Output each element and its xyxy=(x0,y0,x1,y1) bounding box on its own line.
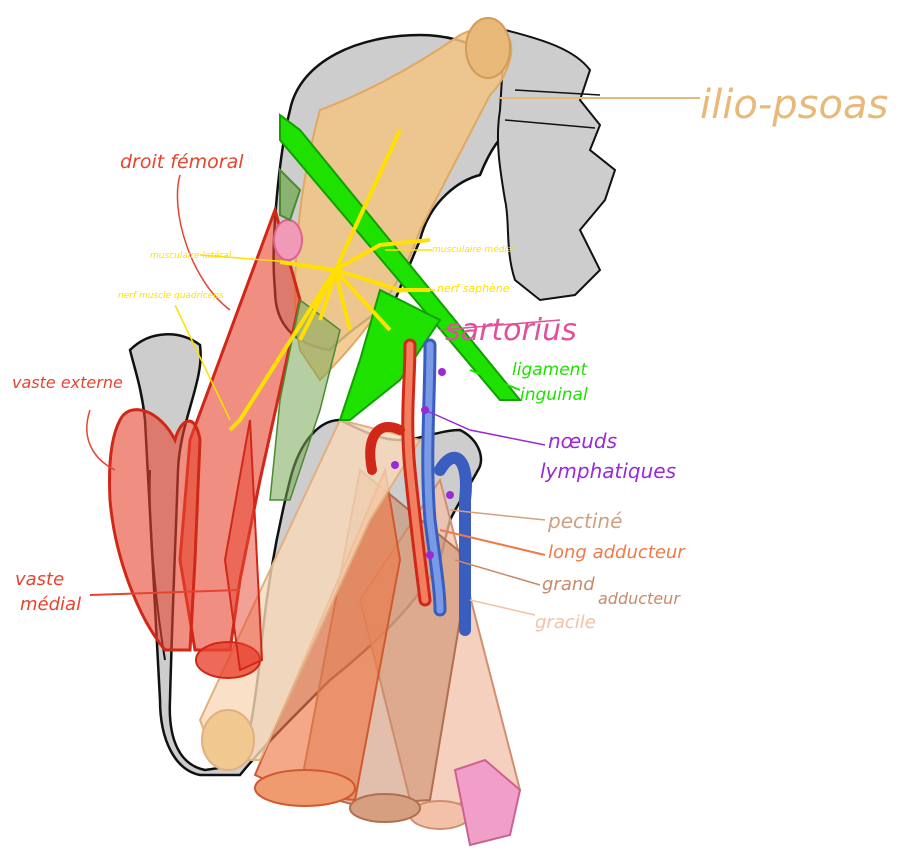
label-ilio-psoas: ilio-psoas xyxy=(700,82,888,128)
label-sartorius: sartorius xyxy=(445,313,577,348)
label-vaste-medial-2: médial xyxy=(20,594,81,615)
label-noeuds-1: nœuds xyxy=(548,429,617,453)
label-gracile: gracile xyxy=(535,612,596,633)
label-droit-femoral: droit fémoral xyxy=(120,151,244,173)
label-nerf-muscle-quadriceps: nerf muscle quadriceps xyxy=(118,291,224,301)
label-pectine: pectiné xyxy=(547,509,622,533)
label-vaste-medial-1: vaste xyxy=(15,569,64,590)
label-nerf-saphene: nerf saphène xyxy=(437,282,510,295)
label-long-adducteur: long adducteur xyxy=(548,542,686,563)
label-noeuds-2: lymphatiques xyxy=(540,459,676,483)
label-grand-adducteur-1: grand xyxy=(542,574,595,595)
label-ligament-2: inguinal xyxy=(520,385,588,405)
label-ligament-1: ligament xyxy=(512,360,588,380)
label-grand-adducteur-2: adducteur xyxy=(598,589,681,608)
label-vaste-externe: vaste externe xyxy=(12,373,123,392)
label-musculaire-medial: musculaire médial xyxy=(432,244,515,255)
label-musculaire-lateral: musculaire latéral xyxy=(150,250,232,261)
